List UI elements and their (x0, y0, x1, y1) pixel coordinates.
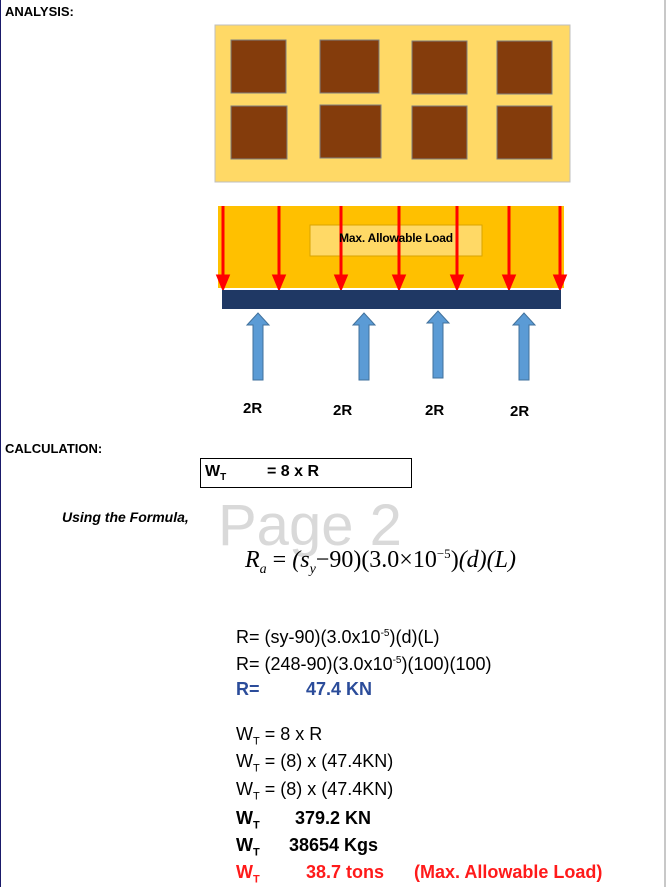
block-2 (319, 39, 380, 94)
analysis-heading: ANALYSIS: (5, 4, 74, 19)
calc-line-1: R= (sy-90)(3.0x10-5)(d)(L) (236, 627, 440, 647)
blocks (230, 39, 553, 160)
using-formula-label: Using the Formula, (62, 509, 189, 525)
block-4 (496, 40, 553, 95)
load-diagram (214, 24, 571, 381)
calc-line-3: R= (236, 679, 260, 699)
calc-line-4: WT = 8 x R (236, 724, 323, 748)
block-5 (230, 105, 288, 160)
block-1 (230, 39, 287, 94)
reaction-label-2: 2R (333, 402, 353, 419)
calc-line-3-value: 47.4 KN (306, 679, 373, 699)
wt-box: WT = 8 x R (200, 458, 412, 488)
reaction-label-4: 2R (510, 403, 530, 420)
reaction-arrow-3 (425, 310, 451, 379)
calc-line-8: WT (236, 835, 260, 859)
reaction-label-3: 2R (425, 402, 445, 419)
reaction-label-1: 2R (243, 400, 263, 417)
beam (222, 290, 561, 309)
load-label-box (309, 224, 483, 257)
reaction-arrow-1 (245, 312, 271, 381)
reaction-arrow-4 (511, 312, 537, 381)
calculation-heading: CALCULATION: (5, 441, 103, 456)
formula: Ra = (sy−90)(3.0×10−5)(d)(L) (245, 546, 517, 577)
reaction-arrow-2 (351, 312, 377, 381)
block-3 (411, 40, 468, 95)
block-7 (411, 105, 468, 160)
calc-line-7: WT (236, 808, 260, 832)
reaction-arrows (245, 310, 537, 381)
load-label: Max. Allowable Load (339, 231, 453, 245)
calc-line-6: WT = (8) x (47.4KN) (236, 779, 394, 803)
page-watermark: Page 2 (218, 493, 402, 558)
wt-expression: = 8 x R (267, 463, 320, 480)
calc-line-8-value: 38654 Kgs (289, 835, 379, 855)
block-6 (319, 104, 382, 159)
wt-symbol: WT (205, 463, 227, 484)
block-8 (496, 105, 553, 160)
calc-line-5: WT = (8) x (47.4KN) (236, 751, 394, 775)
calc-line-2: R= (248-90)(3.0x10-5)(100)(100) (236, 654, 492, 674)
page-right-border (664, 0, 666, 887)
page-left-border (0, 0, 1, 887)
calc-line-9: WT (236, 862, 260, 886)
max-load-note: (Max. Allowable Load) (414, 862, 603, 882)
calc-line-9-value: 38.7 tons (306, 862, 385, 882)
load-arrows (215, 206, 568, 292)
calc-line-7-value: 379.2 KN (295, 808, 372, 828)
